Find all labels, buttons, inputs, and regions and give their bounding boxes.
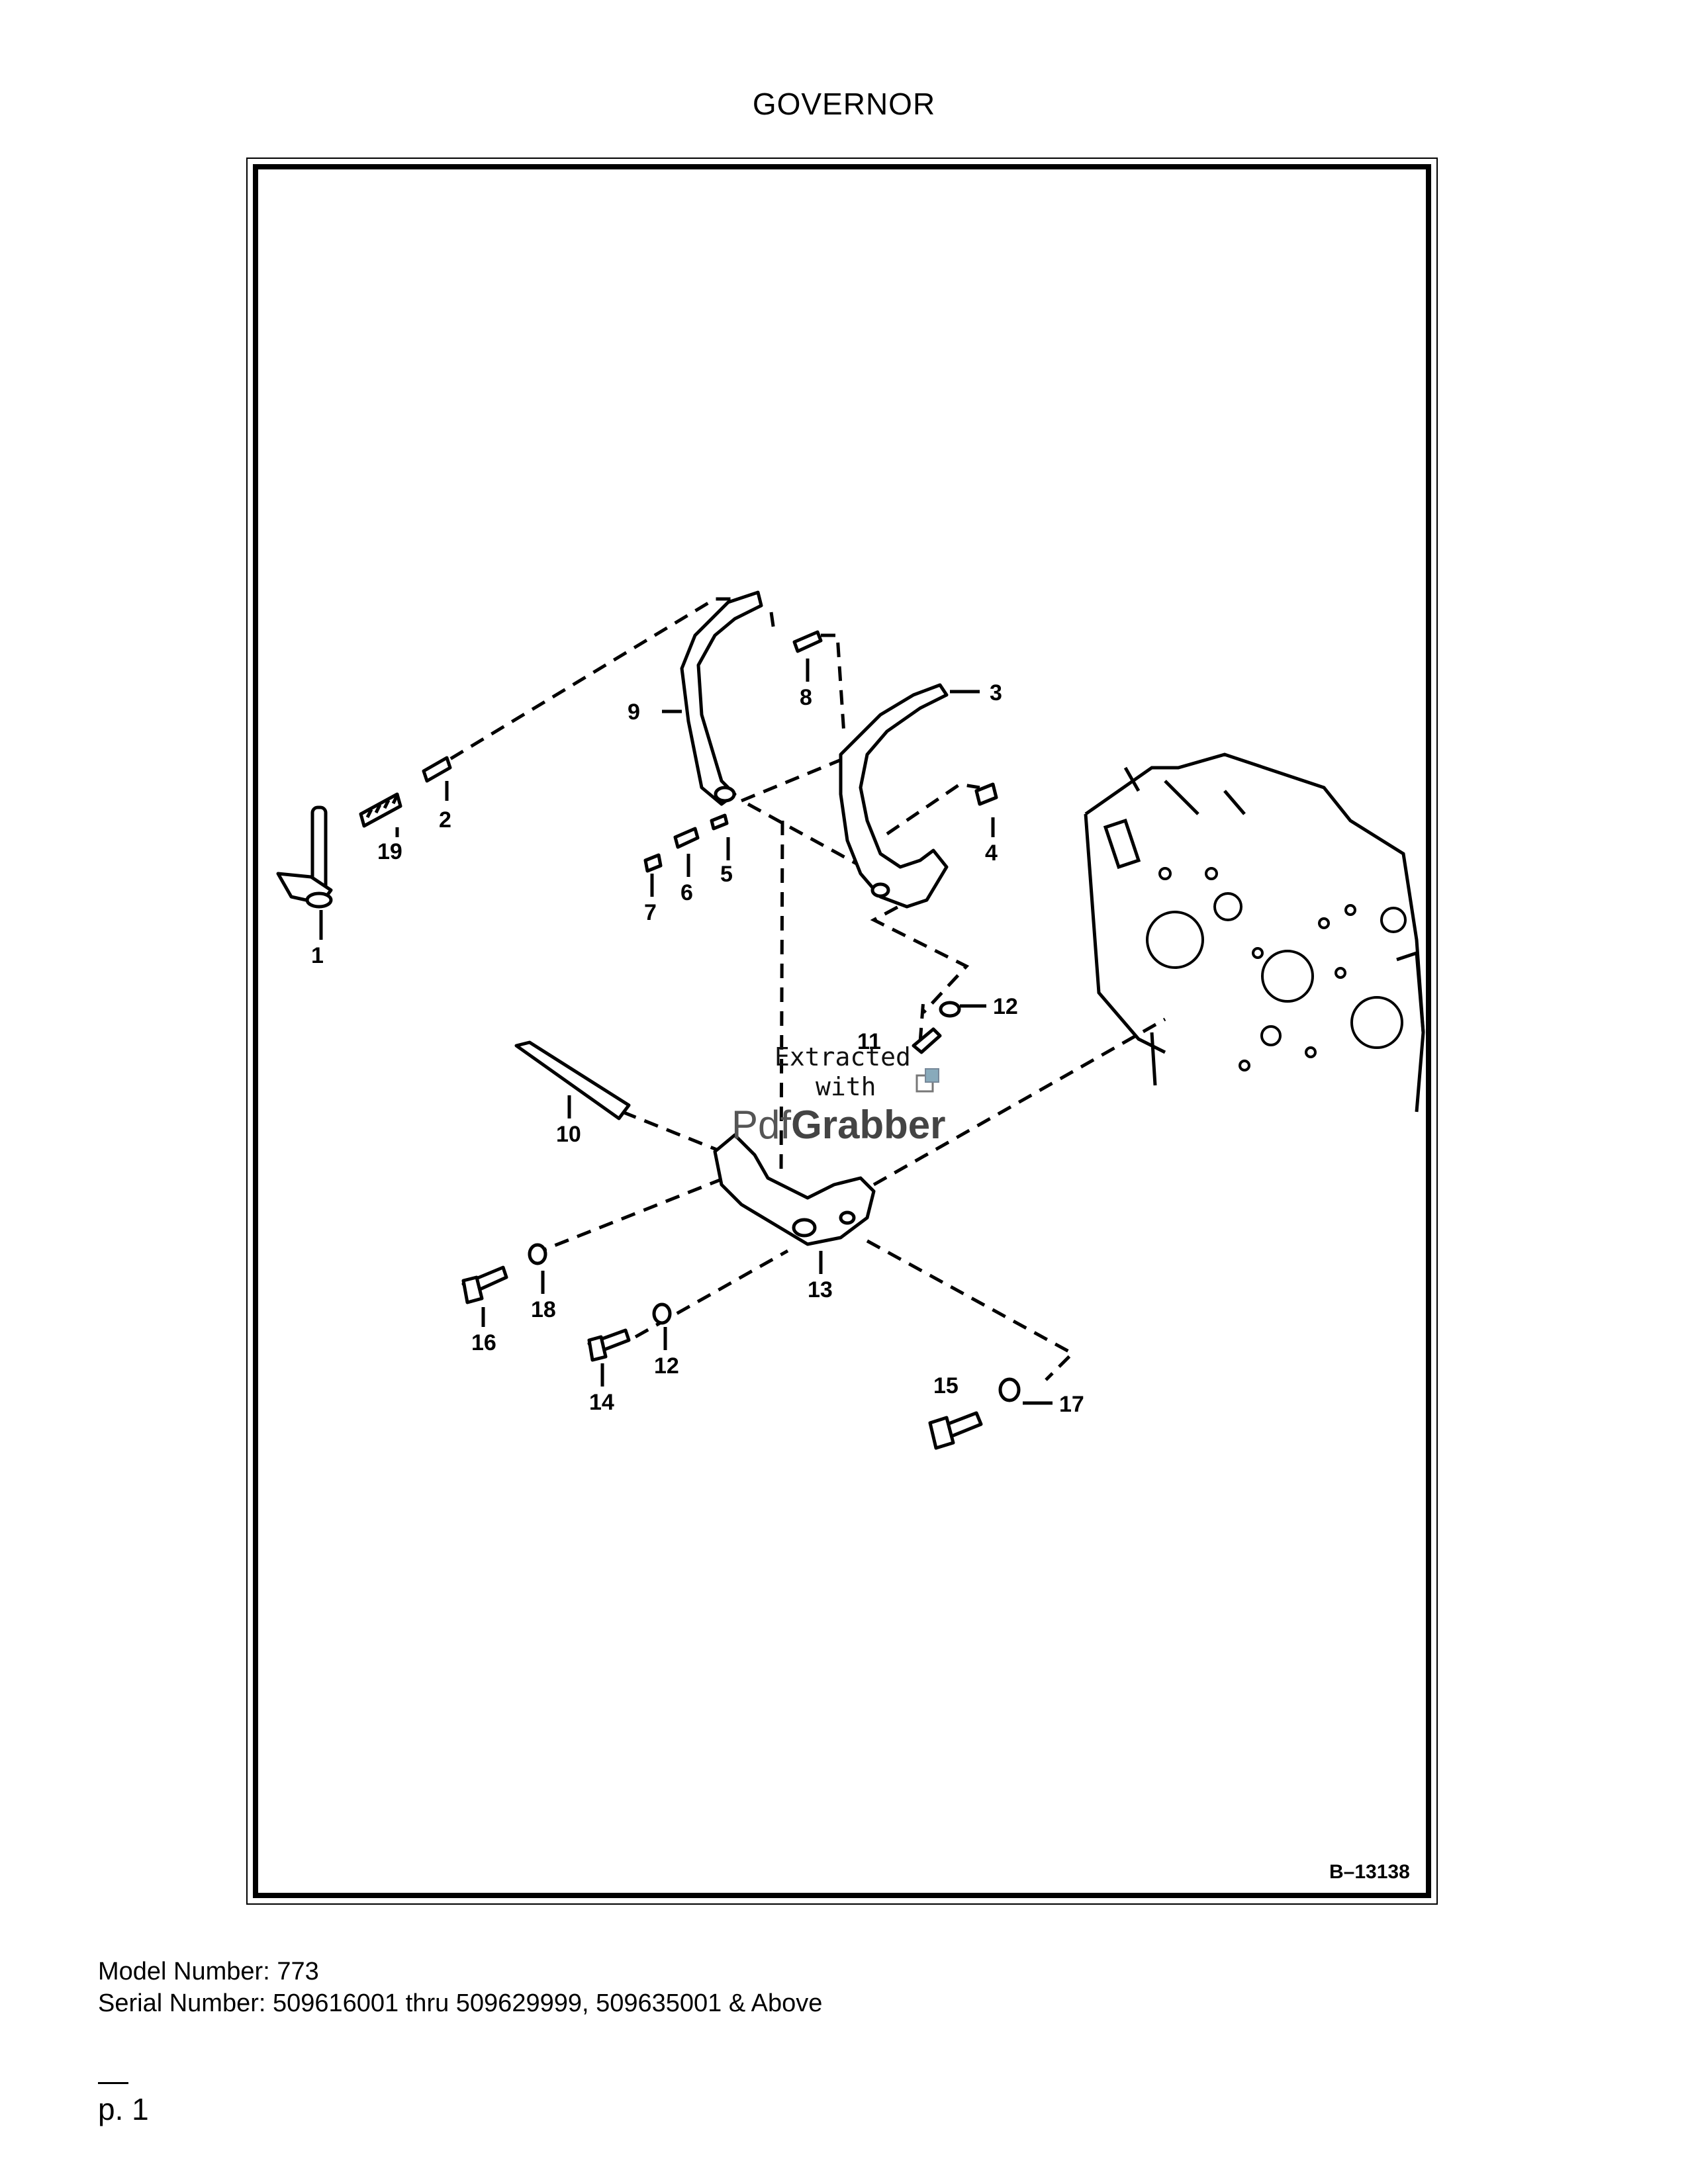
part-13-bracket [713, 1133, 876, 1246]
figure-inner-border [253, 164, 1431, 1898]
part-14-bolt [587, 1328, 631, 1362]
callout-15: 15 [933, 1373, 959, 1398]
callout-1: 1 [311, 943, 324, 968]
part-1-governor-fork [276, 805, 333, 909]
serial-number-value: 509616001 thru 509629999, 509635001 & Ab… [272, 1989, 823, 2017]
model-number-label: Model Number: [98, 1958, 270, 1985]
callout-10: 10 [556, 1122, 581, 1147]
part-2-spring [422, 756, 452, 783]
part-6-spring [673, 827, 700, 849]
watermark-brand-a: Pdf [731, 1103, 791, 1147]
leader-lines [319, 659, 1053, 1405]
callout-2: 2 [439, 807, 451, 833]
callout-16: 16 [471, 1330, 496, 1355]
page-number: p. 1 [98, 2092, 149, 2126]
part-18-washer [528, 1243, 547, 1265]
part-15-bolt [928, 1411, 983, 1450]
model-info: Model Number: 773 Serial Number: 5096160… [98, 1956, 822, 2019]
callout-19: 19 [377, 839, 402, 864]
callout-4: 4 [985, 841, 998, 866]
watermark: Extracted with PdfGrabber [731, 1042, 945, 1147]
callout-7: 7 [644, 900, 657, 925]
watermark-line2: with [816, 1072, 876, 1101]
watermark-brand-b: Grabber [791, 1103, 945, 1147]
callout-5: 5 [720, 862, 733, 887]
page-number-rule [98, 2082, 128, 2084]
page-title: GOVERNOR [752, 87, 936, 121]
part-10-shaft [514, 1040, 631, 1120]
callout-6: 6 [680, 880, 693, 905]
part-17-washer [998, 1377, 1021, 1402]
part-5-pin [710, 813, 729, 831]
part-3-lever-assembly [839, 683, 949, 909]
callout-18: 18 [531, 1297, 556, 1322]
part-19-spring [359, 792, 402, 828]
callout-13: 13 [808, 1277, 833, 1302]
part-9-lever [680, 590, 763, 806]
callout-12-upper: 12 [993, 994, 1018, 1019]
part-12-washer-lower [652, 1302, 672, 1325]
part-4-plug [974, 782, 998, 806]
figure-id: B–13138 [1329, 1861, 1410, 1883]
watermark-logo-inner [925, 1068, 939, 1083]
callout-14: 14 [589, 1390, 614, 1415]
model-number-value: 773 [277, 1958, 319, 1985]
part-11-bolt [912, 1027, 942, 1054]
watermark-line1: Extracted [774, 1042, 911, 1071]
watermark-brand: PdfGrabber [731, 1103, 945, 1147]
part-16-bolt [461, 1265, 508, 1304]
part-12-washer-upper [939, 1001, 961, 1018]
serial-number-line: Serial Number: 509616001 thru 509629999,… [98, 1987, 822, 2019]
callout-17: 17 [1059, 1392, 1084, 1417]
model-number-line: Model Number: 773 [98, 1956, 822, 1987]
callout-3: 3 [990, 680, 1002, 705]
callout-12-lower: 12 [654, 1353, 679, 1379]
callout-8: 8 [800, 685, 812, 710]
callout-11: 11 [857, 1029, 881, 1054]
figure-frame [246, 158, 1438, 1905]
part-7-screw [643, 853, 663, 873]
callout-9: 9 [628, 700, 640, 725]
part-8-spring [792, 630, 823, 653]
engine-block [1084, 752, 1425, 1113]
callouts: 1 2 3 4 5 6 7 8 9 10 11 12 12 13 14 15 1… [311, 680, 1084, 1417]
serial-number-label: Serial Number: [98, 1989, 266, 2017]
